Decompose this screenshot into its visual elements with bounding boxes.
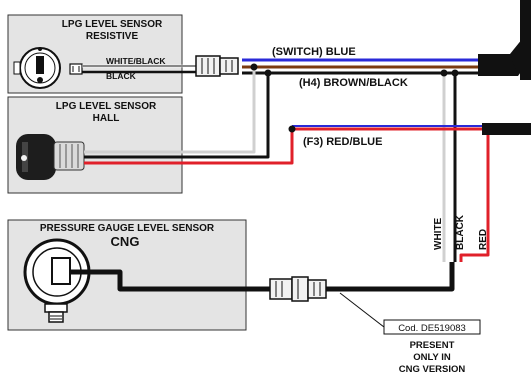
label-vertical-black: BLACK — [455, 214, 466, 250]
hall-title-line1: LPG LEVEL SENSOR — [56, 101, 157, 112]
label-switch-blue: (SWITCH) BLUE — [272, 46, 356, 58]
label-h4-brown-black: (H4) BROWN/BLACK — [299, 77, 408, 89]
hall-sensor-icon — [16, 134, 85, 180]
label-white-black: WHITE/BLACK — [106, 56, 166, 66]
resistive-sensor-icon — [13, 47, 83, 89]
wire-hall-white — [84, 65, 256, 154]
label-f3-red-blue: (F3) RED/BLUE — [303, 136, 382, 148]
wire-red-drop — [459, 129, 490, 262]
code-box: Cod. DE519083 — [383, 319, 481, 335]
resistive-title-line1: LPG LEVEL SENSOR — [62, 19, 163, 30]
label-black: BLACK — [106, 71, 137, 81]
cng-cable — [70, 269, 272, 292]
label-vertical-red: RED — [478, 229, 489, 250]
note-line-3: CNG VERSION — [399, 364, 466, 375]
connector-cng — [269, 276, 327, 302]
wire-hall-black — [84, 73, 270, 159]
code-leader-line — [339, 292, 385, 328]
wire-hall-red — [84, 129, 294, 165]
note-line-1: PRESENT — [410, 340, 455, 351]
code-text: Cod. DE519083 — [398, 323, 466, 334]
connector-resistive — [195, 55, 239, 77]
cng-title-line2: CNG — [111, 234, 140, 249]
hall-title-line2: HALL — [93, 113, 120, 124]
wiring — [70, 58, 490, 292]
resistive-title-line2: RESISTIVE — [86, 31, 139, 42]
main-harness — [478, 0, 531, 135]
note-line-2: ONLY IN — [413, 352, 451, 363]
cng-title-line1: PRESSURE GAUGE LEVEL SENSOR — [40, 223, 215, 234]
label-vertical-white: WHITE — [433, 217, 444, 250]
